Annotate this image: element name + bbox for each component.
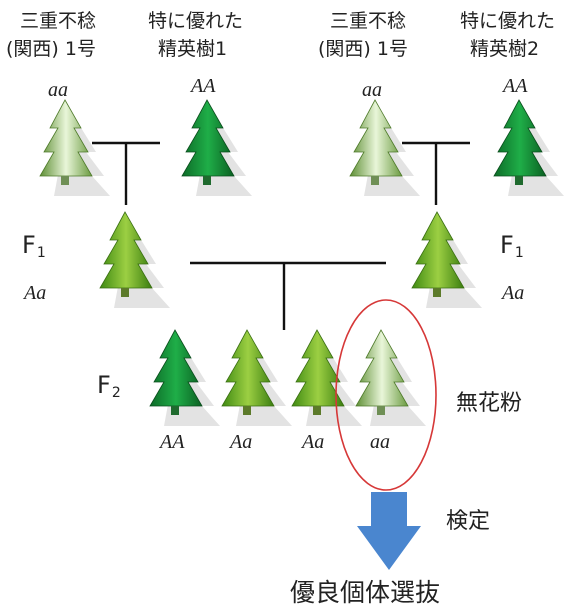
genotype-f1-left: Aa [24,282,47,304]
genotype-f2-3: Aa [302,431,325,453]
tree-dark-f2-1 [149,329,220,426]
trees [39,99,564,426]
pollenless-highlight-ellipse [335,299,437,491]
generation-f2: F2 [97,371,121,401]
genotype-f1-right: Aa [502,282,525,304]
tree-dark-parent-left [181,99,252,196]
tree-light-parent-left [39,99,110,196]
label-test: 検定 [446,509,491,534]
generation-f1-left: F1 [22,231,46,261]
tree-mid-f1-left [99,211,170,308]
label-right-sterile-line1: 三重不稔 [330,10,407,32]
genotype-f2-2: Aa [230,431,253,453]
pedigree-lines [92,141,470,330]
label-selection-result: 優良個体選抜 [290,578,441,607]
tree-mid-f2-2 [221,329,292,426]
label-right-elite-line2: 精英樹2 [470,38,540,60]
genotype-f2-1: AA [160,431,185,453]
label-left-sterile-line1: 三重不稔 [20,10,97,32]
tree-mid-f1-right [411,211,482,308]
tree-mid-f2-3 [291,329,362,426]
genotype-right-sterile: aa [362,79,382,101]
genotype-f2-4: aa [370,431,390,453]
label-right-sterile-line2: (関西) 1号 [318,38,408,60]
genotype-right-elite: AA [503,75,528,97]
tree-light-parent-right [349,99,420,196]
label-pollenless: 無花粉 [456,391,523,416]
tree-dark-parent-right [493,99,564,196]
label-left-sterile-line2: (関西) 1号 [6,38,96,60]
tree-light-f2-4 [355,329,426,426]
genotype-left-elite: AA [191,75,216,97]
down-arrow-icon [357,492,421,570]
label-left-elite-line1: 特に優れた [148,10,244,32]
genotype-left-sterile: aa [48,79,68,101]
label-right-elite-line1: 特に優れた [460,10,556,32]
label-left-elite-line2: 精英樹1 [158,38,228,60]
generation-f1-right: F1 [500,231,524,261]
